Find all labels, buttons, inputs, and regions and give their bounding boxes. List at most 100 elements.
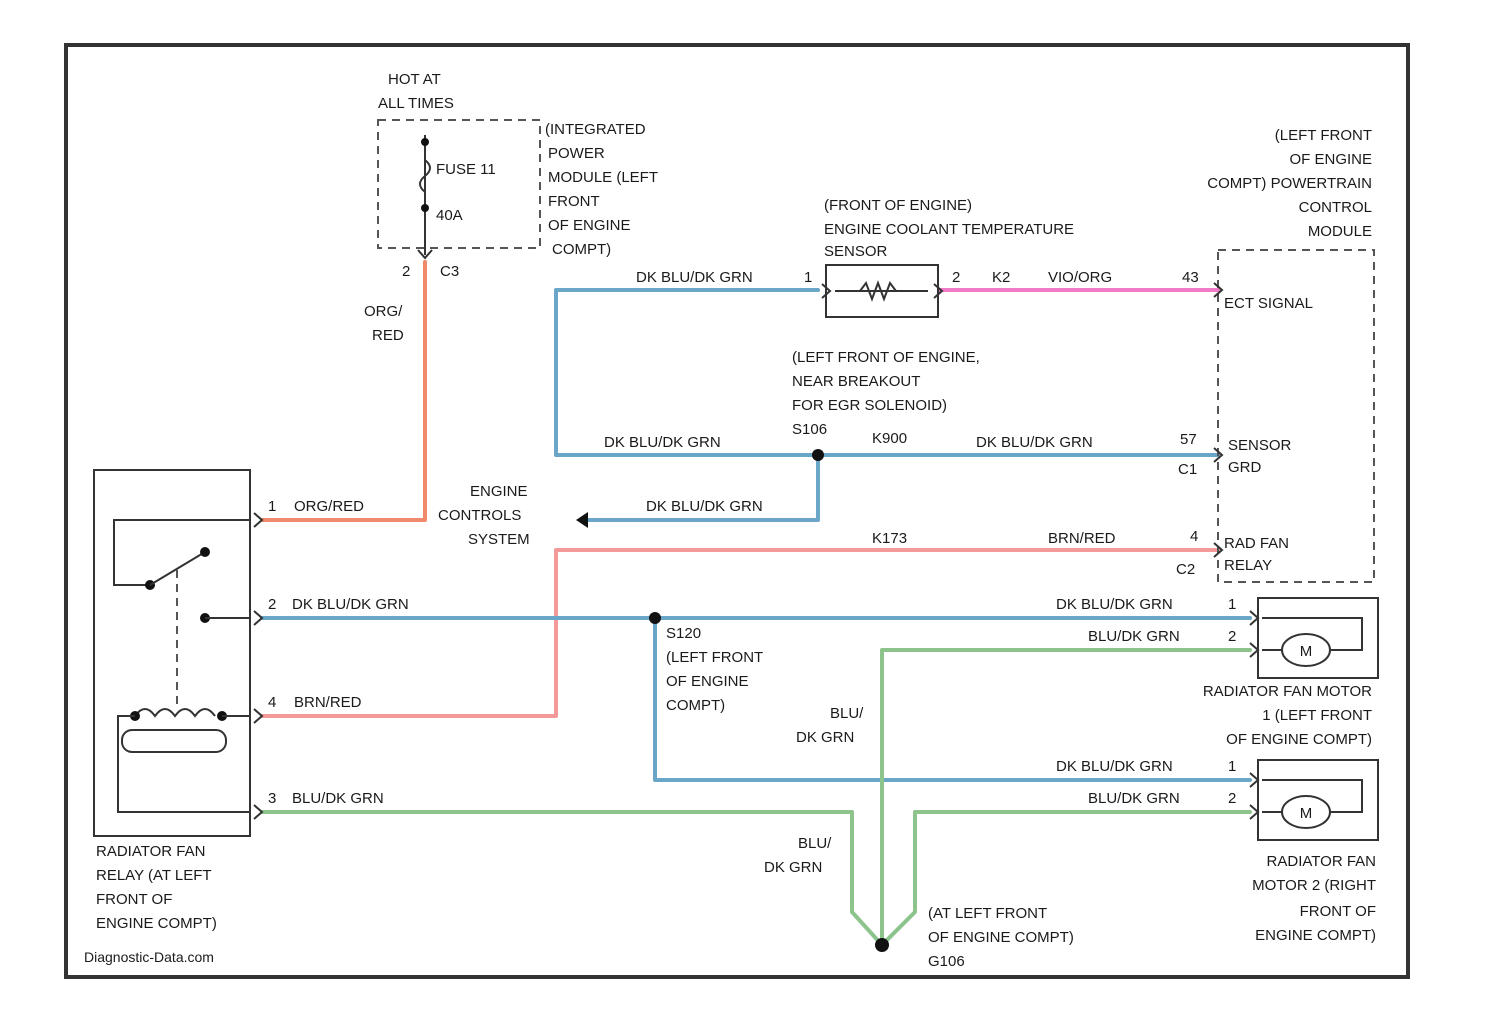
label-splice-s120: S120 [666,625,701,642]
label-wire: BLU/DK GRN [1088,790,1180,807]
radiator-fan-motor-1: M [1250,598,1378,678]
fuse-terminal [421,138,429,146]
label-pin: 43 [1182,269,1199,286]
label-wire: DK GRN [764,859,822,876]
label-motor-2: RADIATOR FAN [1267,853,1376,870]
label-motor-1: OF ENGINE COMPT) [1226,731,1372,748]
label-connector: C1 [1178,461,1197,478]
label-all-times: ALL TIMES [378,95,454,112]
motor-1-housing [1258,598,1378,678]
label-wire: DK BLU/DK GRN [1056,758,1173,775]
label-wire: DK BLU/DK GRN [976,434,1093,451]
label-ipm: OF ENGINE [548,217,631,234]
wire-motor1-return [882,650,1250,945]
label-ipm: POWER [548,145,605,162]
label-relay: RELAY (AT LEFT [96,867,212,884]
label-wire: ORG/ [364,303,403,320]
label-relay: RADIATOR FAN [96,843,205,860]
label-ipm: COMPT) [552,241,611,258]
label-pin: 2 [402,263,410,280]
label-wire: BLU/ [830,705,864,722]
relay-contact [200,547,210,557]
label-wire: BRN/RED [1048,530,1116,547]
label-ect: (FRONT OF ENGINE) [824,197,972,214]
label-hot-at: HOT AT [388,71,441,88]
label-pcm: OF ENGINE [1289,151,1372,168]
label-pin: 1 [1228,758,1236,775]
label-ipm: (INTEGRATED [545,121,646,138]
watermark: Diagnostic-Data.com [84,949,214,965]
label-ipm: MODULE (LEFT [548,169,658,186]
label-sensor-ground: SENSOR [1228,437,1292,454]
label-circuit: K2 [992,269,1010,286]
label-motor-1: RADIATOR FAN MOTOR [1203,683,1372,700]
label-connector: C2 [1176,561,1195,578]
label-splice: FOR EGR SOLENOID) [792,397,947,414]
label-splice-s120: COMPT) [666,697,725,714]
label-ect: ENGINE COOLANT TEMPERATURE [824,221,1074,238]
label-pin: 1 [268,498,276,515]
connector-pin [254,805,262,819]
label-wire: DK BLU/DK GRN [636,269,753,286]
label-ground-id: G106 [928,953,965,970]
connector-pin [254,513,262,527]
label-wire: DK BLU/DK GRN [604,434,721,451]
label-wire: DK BLU/DK GRN [646,498,763,515]
label-sensor-ground: GRD [1228,459,1262,476]
label-ipm: FRONT [548,193,600,210]
label-motor-1: 1 (LEFT FRONT [1262,707,1372,724]
splice-s120 [649,612,661,624]
label-circuit: K173 [872,530,907,547]
label-connector: C3 [440,263,459,280]
label-wire: VIO/ORG [1048,269,1112,286]
label-relay: FRONT OF [96,891,172,908]
label-pin: 2 [268,596,276,613]
label-pin: 1 [1228,596,1236,613]
label-ect: SENSOR [824,243,888,260]
connector-pin [254,611,262,625]
motor-2-letter: M [1300,805,1313,822]
label-ground: (AT LEFT FRONT [928,905,1047,922]
wire-ect-ground [556,290,818,455]
wire-motor2-return [882,812,1250,945]
label-splice-s120: (LEFT FRONT [666,649,763,666]
label-ground: OF ENGINE COMPT) [928,929,1074,946]
label-splice-s120: OF ENGINE [666,673,749,690]
label-relay: ENGINE COMPT) [96,915,217,932]
radiator-fan-relay [94,470,262,836]
label-wire: BLU/DK GRN [1088,628,1180,645]
label-circuit: K900 [872,430,907,447]
label-pcm: COMPT) POWERTRAIN [1207,175,1372,192]
connector-pin [254,709,262,723]
label-pin: 2 [1228,790,1236,807]
label-fuse-amps: 40A [436,207,463,224]
label-pcm: (LEFT FRONT [1275,127,1372,144]
ipm-box [378,120,540,248]
label-pcm: MODULE [1308,223,1372,240]
label-splice: NEAR BREAKOUT [792,373,920,390]
label-ecs: CONTROLS [438,507,521,524]
label-wire: RED [372,327,404,344]
label-wire: BLU/DK GRN [292,790,384,807]
label-splice: (LEFT FRONT OF ENGINE, [792,349,980,366]
motor-1-letter: M [1300,643,1313,660]
wire-relay-return [262,812,882,945]
label-ecs: SYSTEM [468,531,530,548]
label-pin: 3 [268,790,276,807]
label-wire: DK GRN [796,729,854,746]
motor-2-housing [1258,760,1378,840]
label-pin: 1 [804,269,812,286]
label-wire: ORG/RED [294,498,364,515]
label-pin: 4 [268,694,276,711]
label-pin: 57 [1180,431,1197,448]
ground-g106 [875,938,889,952]
label-pin: 4 [1190,528,1198,545]
label-motor-2: ENGINE COMPT) [1255,927,1376,944]
label-wire: DK BLU/DK GRN [1056,596,1173,613]
integrated-power-module [378,120,540,258]
label-motor-2: FRONT OF [1300,903,1376,920]
label-pin: 2 [1228,628,1236,645]
label-fuse: FUSE 11 [436,161,496,178]
